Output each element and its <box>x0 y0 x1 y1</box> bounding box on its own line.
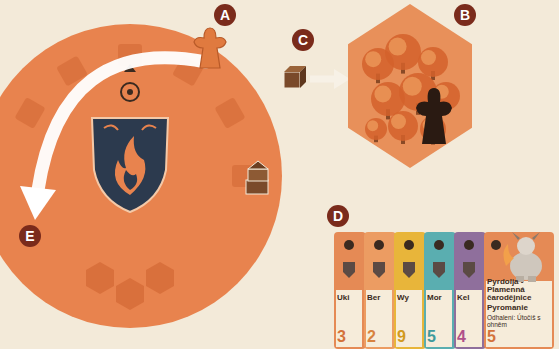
card-name: Mor <box>427 294 442 302</box>
card-name: Kel <box>457 294 469 302</box>
ability-text: Odhalení: Útočíš s ohněm <box>487 314 552 328</box>
character-card: Pyrdolja - Plamenná čarodějnicePyromanie… <box>484 232 554 347</box>
callout-letter: D <box>327 205 349 227</box>
callout-letter: E <box>19 225 41 247</box>
player-pawn <box>194 28 226 68</box>
card-value: 5 <box>487 329 496 345</box>
creature-art <box>503 232 542 282</box>
card-name: Ber <box>367 294 380 302</box>
card-name: Uki <box>337 294 349 302</box>
ability-title: Pyromanie <box>487 304 528 313</box>
move-arrow <box>310 69 350 89</box>
card-value: 3 <box>337 329 346 345</box>
callout-letter: C <box>292 29 314 51</box>
card-name: Wy <box>397 294 409 302</box>
fire-shield <box>92 118 168 212</box>
character-card: Mor 5 <box>424 232 454 347</box>
card-name: Pyrdolja - Plamenná čarodějnice <box>487 278 552 302</box>
building-token <box>246 161 268 194</box>
card-value: 2 <box>367 329 376 345</box>
character-card: Uki 3 <box>334 232 364 347</box>
terrain-hex: B <box>348 4 472 168</box>
board-circle <box>0 24 282 328</box>
hex-slots <box>86 262 174 310</box>
callout-letter: B <box>454 4 476 26</box>
hex-outline <box>348 4 472 168</box>
resource-token <box>284 66 306 88</box>
movement-arrow <box>20 58 206 220</box>
callout-letter: A <box>214 4 236 26</box>
cards <box>334 232 554 349</box>
card-value: 4 <box>457 329 466 345</box>
character-card: Wy 9 <box>394 232 424 347</box>
character-card: Kel 4 <box>454 232 484 347</box>
card-value: 5 <box>427 329 436 345</box>
character-card: Ber 2 <box>364 232 394 347</box>
card-value: 9 <box>397 329 406 345</box>
